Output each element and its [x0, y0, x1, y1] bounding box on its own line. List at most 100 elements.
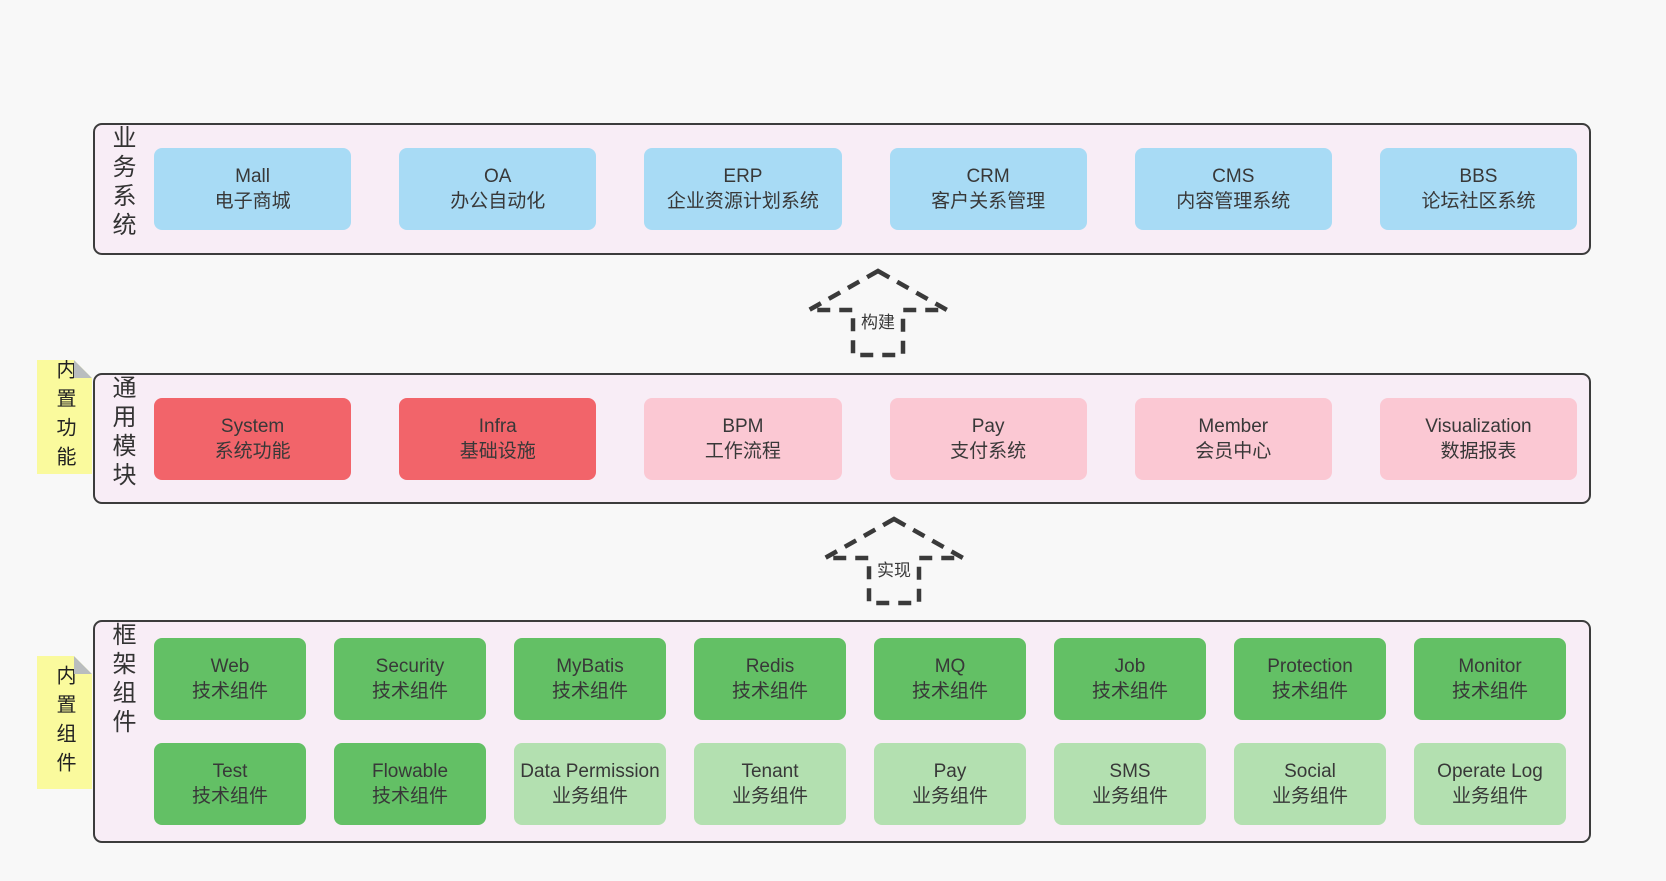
box-mq: MQ 技术组件: [874, 638, 1026, 720]
box-system: System 系统功能: [154, 397, 352, 480]
box-title: Monitor: [1458, 656, 1522, 677]
box-subtitle: 技术组件: [371, 786, 448, 807]
box-subtitle: 系统功能: [214, 440, 291, 462]
box-subtitle: 内容管理系统: [1176, 191, 1291, 212]
box-subtitle: 企业资源计划系统: [666, 191, 819, 212]
box-row: Mall 电子商城 OA 办公自动化 ERP 企业资源计划系统 CRM 客户关系管理 CMS 内容…: [154, 148, 1578, 230]
box-subtitle: 会员中心: [1195, 440, 1272, 462]
box-monitor: Monitor 技术组件: [1414, 638, 1566, 720]
box-subtitle: 业务组件: [551, 786, 628, 807]
box-title: Protection: [1267, 656, 1353, 677]
box-subtitle: 业务组件: [1451, 786, 1528, 807]
builtin-functions-note: 内置功能: [37, 360, 92, 474]
box-subtitle: 业务组件: [1091, 786, 1168, 807]
box-subtitle: 支付系统: [950, 440, 1027, 462]
box-cms: CMS 内容管理系统: [1134, 148, 1332, 230]
box-title: BPM: [722, 415, 764, 437]
note-fold-corner-icon: [74, 656, 92, 674]
box-crm: CRM 客户关系管理: [889, 148, 1087, 230]
box-subtitle: 业务组件: [1271, 786, 1348, 807]
box-redis: Redis 技术组件: [694, 638, 846, 720]
box-operate-log: Operate Log 业务组件: [1414, 743, 1566, 825]
box-member: Member 会员中心: [1134, 397, 1332, 480]
box-tenant: Tenant 业务组件: [694, 743, 846, 825]
box-subtitle: 数据报表: [1440, 440, 1517, 462]
box-infra: Infra 基础设施: [399, 397, 597, 480]
box-erp: ERP 企业资源计划系统: [644, 148, 842, 230]
box-title: Mall: [235, 166, 270, 187]
builtin-components-note-label: 内置组件: [53, 664, 75, 781]
build-arrow-label: 构建: [859, 308, 897, 333]
box-test: Test 技术组件: [154, 743, 306, 825]
layer-common-modules-label: 通用模块: [108, 375, 135, 491]
box-title: Data Permission: [520, 761, 660, 782]
box-title: CMS: [1212, 166, 1255, 187]
box-subtitle: 业务组件: [731, 786, 808, 807]
box-subtitle: 技术组件: [1091, 681, 1168, 702]
box-subtitle: 技术组件: [1271, 681, 1348, 702]
box-title: Test: [212, 761, 248, 782]
box-pay: Pay 业务组件: [874, 743, 1026, 825]
business-systems-boxes: Mall 电子商城 OA 办公自动化 ERP 企业资源计划系统 CRM 客户关系管理 CMS 内容…: [154, 125, 1578, 253]
box-subtitle: 工作流程: [704, 440, 781, 462]
box-subtitle: 技术组件: [371, 681, 448, 702]
layer-framework-components-label: 框架组件: [108, 622, 135, 738]
box-title: Pay: [933, 761, 967, 782]
box-subtitle: 办公自动化: [450, 191, 546, 212]
box-bbs: BBS 论坛社区系统: [1379, 148, 1578, 230]
box-subtitle: 技术组件: [551, 681, 628, 702]
box-title: CRM: [966, 166, 1010, 187]
box-title: Social: [1284, 761, 1336, 782]
box-subtitle: 业务组件: [911, 786, 988, 807]
box-title: Pay: [971, 415, 1005, 437]
builtin-functions-note-label: 内置功能: [53, 359, 75, 475]
box-title: Job: [1114, 656, 1146, 677]
box-title: BBS: [1459, 166, 1498, 187]
builtin-components-note: 内置组件: [37, 656, 92, 789]
box-title: Operate Log: [1437, 761, 1543, 782]
box-subtitle: 技术组件: [1451, 681, 1528, 702]
box-row: System 系统功能 Infra 基础设施 BPM 工作流程 Pay 支付系统 Member 会…: [154, 397, 1578, 480]
box-subtitle: 客户关系管理: [931, 191, 1046, 212]
build-arrow-icon: 构建: [806, 268, 950, 358]
box-subtitle: 技术组件: [911, 681, 988, 702]
box-subtitle: 技术组件: [731, 681, 808, 702]
box-title: Infra: [478, 415, 517, 437]
box-title: ERP: [723, 166, 763, 187]
common-modules-boxes: System 系统功能 Infra 基础设施 BPM 工作流程 Pay 支付系统 Member 会…: [154, 375, 1578, 502]
box-subtitle: 技术组件: [191, 786, 268, 807]
box-title: System: [220, 415, 285, 437]
box-title: Tenant: [741, 761, 799, 782]
box-bpm: BPM 工作流程: [644, 397, 842, 480]
box-title: MyBatis: [556, 656, 624, 677]
box-oa: OA 办公自动化: [399, 148, 597, 230]
box-pay: Pay 支付系统: [889, 397, 1087, 480]
box-title: MQ: [934, 656, 966, 677]
note-fold-corner-icon: [74, 360, 92, 378]
box-mall: Mall 电子商城: [154, 148, 352, 230]
box-title: Flowable: [371, 761, 449, 782]
box-mybatis: MyBatis 技术组件: [514, 638, 666, 720]
box-subtitle: 论坛社区系统: [1421, 191, 1536, 212]
box-title: Member: [1198, 415, 1269, 437]
box-social: Social 业务组件: [1234, 743, 1386, 825]
box-subtitle: 电子商城: [214, 191, 291, 212]
box-job: Job 技术组件: [1054, 638, 1206, 720]
layer-common-modules: 通用模块 System 系统功能 Infra 基础设施 BPM 工作流程 Pay 支付系统 Me…: [93, 373, 1591, 504]
box-title: Redis: [745, 656, 795, 677]
box-subtitle: 基础设施: [459, 440, 536, 462]
box-flowable: Flowable 技术组件: [334, 743, 486, 825]
implement-arrow-label: 实现: [875, 556, 913, 581]
box-title: Visualization: [1425, 415, 1532, 437]
implement-arrow-icon: 实现: [822, 516, 966, 606]
box-title: OA: [484, 166, 512, 187]
layer-business-systems-label: 业务系统: [108, 125, 135, 241]
box-title: SMS: [1109, 761, 1151, 782]
